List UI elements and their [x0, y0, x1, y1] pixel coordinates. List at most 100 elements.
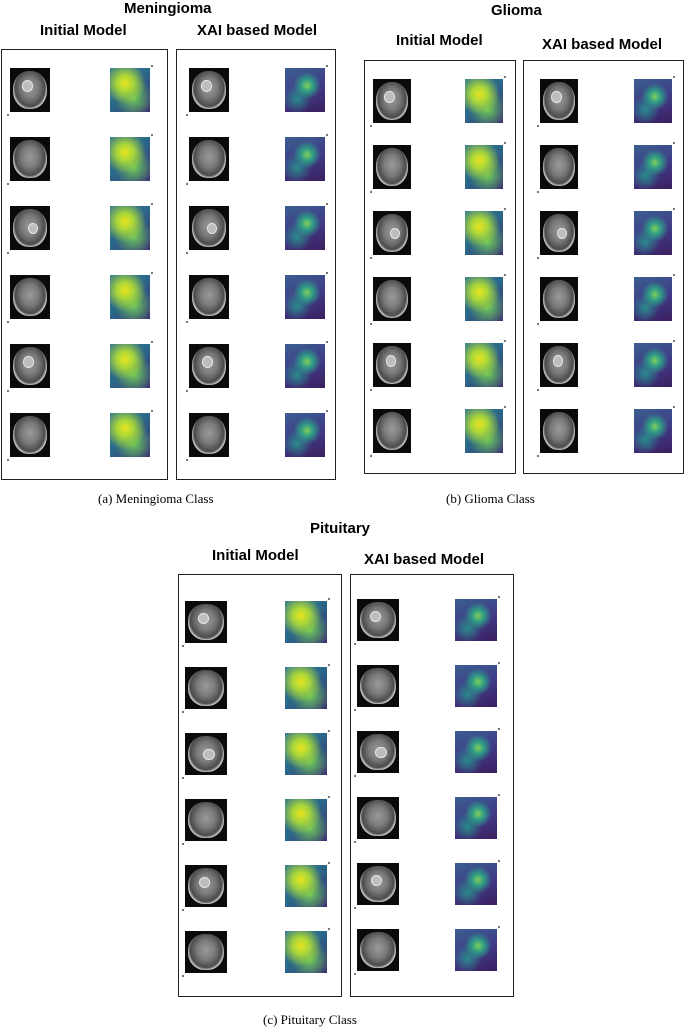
xai-model-heatmap: [455, 797, 497, 839]
mri-slice-image: [189, 206, 229, 250]
axis-tick-mark: [328, 862, 330, 864]
mri-slice-image: [185, 799, 227, 841]
initial-model-heatmap: [285, 667, 327, 709]
mri-slice-image: [540, 79, 578, 123]
mri-slice-image: [189, 344, 229, 388]
axis-tick-mark: [7, 252, 9, 254]
mri-slice-image: [189, 137, 229, 181]
xai-model-heatmap: [285, 137, 325, 181]
initial-model-heatmap: [110, 137, 150, 181]
axis-tick-mark: [370, 125, 372, 127]
xai-model-heatmap: [285, 344, 325, 388]
axis-tick-mark: [182, 645, 184, 647]
axis-tick-mark: [498, 794, 500, 796]
mri-slice-image: [10, 137, 50, 181]
xai-model-heatmap: [455, 665, 497, 707]
initial-model-heatmap: [465, 409, 503, 453]
mri-slice-image: [189, 275, 229, 319]
axis-tick-mark: [151, 134, 153, 136]
mri-slice-image: [185, 931, 227, 973]
mri-slice-image: [10, 68, 50, 112]
glioma-xai-panel: [523, 60, 684, 474]
pituitary-xai-panel: [350, 574, 514, 997]
mri-slice-image: [373, 409, 411, 453]
xai-model-heatmap: [455, 599, 497, 641]
axis-tick-mark: [186, 252, 188, 254]
axis-tick-mark: [354, 841, 356, 843]
mri-slice-image: [357, 665, 399, 707]
axis-tick-mark: [7, 390, 9, 392]
axis-tick-mark: [537, 191, 539, 193]
mri-slice-image: [540, 409, 578, 453]
axis-tick-mark: [673, 208, 675, 210]
mri-slice-image: [185, 865, 227, 907]
axis-tick-mark: [370, 389, 372, 391]
axis-tick-mark: [504, 274, 506, 276]
xai-model-heatmap: [285, 413, 325, 457]
mri-slice-image: [357, 599, 399, 641]
axis-tick-mark: [326, 410, 328, 412]
initial-model-heatmap: [465, 211, 503, 255]
xai-model-heatmap: [455, 929, 497, 971]
mri-slice-image: [373, 79, 411, 123]
glioma-title: Glioma: [491, 2, 542, 19]
mri-slice-image: [189, 68, 229, 112]
mri-slice-image: [185, 601, 227, 643]
axis-tick-mark: [326, 203, 328, 205]
mri-slice-image: [373, 145, 411, 189]
meningioma-xai-panel: [176, 49, 336, 480]
initial-model-heatmap: [285, 799, 327, 841]
axis-tick-mark: [370, 323, 372, 325]
axis-tick-mark: [673, 340, 675, 342]
axis-tick-mark: [354, 973, 356, 975]
glioma-initial-panel: [364, 60, 516, 474]
axis-tick-mark: [326, 65, 328, 67]
axis-tick-mark: [186, 390, 188, 392]
xai-model-heatmap: [634, 409, 672, 453]
meningioma-xai-label: XAI based Model: [197, 22, 318, 39]
axis-tick-mark: [537, 389, 539, 391]
axis-tick-mark: [504, 142, 506, 144]
xai-model-heatmap: [634, 343, 672, 387]
mri-slice-image: [10, 413, 50, 457]
axis-tick-mark: [7, 321, 9, 323]
initial-model-heatmap: [285, 601, 327, 643]
mri-slice-image: [357, 731, 399, 773]
axis-tick-mark: [186, 183, 188, 185]
axis-tick-mark: [537, 323, 539, 325]
axis-tick-mark: [498, 860, 500, 862]
axis-tick-mark: [498, 728, 500, 730]
axis-tick-mark: [186, 321, 188, 323]
mri-slice-image: [540, 145, 578, 189]
axis-tick-mark: [328, 664, 330, 666]
pituitary-initial-panel: [178, 574, 342, 997]
axis-tick-mark: [370, 455, 372, 457]
mri-slice-image: [373, 343, 411, 387]
mri-slice-image: [357, 863, 399, 905]
xai-model-heatmap: [634, 79, 672, 123]
axis-tick-mark: [151, 410, 153, 412]
axis-tick-mark: [328, 928, 330, 930]
pituitary-caption: (c) Pituitary Class: [263, 1012, 357, 1027]
axis-tick-mark: [182, 975, 184, 977]
initial-model-heatmap: [110, 206, 150, 250]
initial-model-heatmap: [465, 277, 503, 321]
axis-tick-mark: [182, 777, 184, 779]
initial-model-heatmap: [110, 275, 150, 319]
axis-tick-mark: [326, 341, 328, 343]
axis-tick-mark: [370, 257, 372, 259]
glioma-xai-label: XAI based Model: [542, 36, 663, 53]
glioma-initial-label: Initial Model: [396, 32, 483, 49]
axis-tick-mark: [504, 208, 506, 210]
axis-tick-mark: [151, 272, 153, 274]
initial-model-heatmap: [110, 413, 150, 457]
axis-tick-mark: [326, 134, 328, 136]
initial-model-heatmap: [110, 68, 150, 112]
axis-tick-mark: [151, 65, 153, 67]
mri-slice-image: [185, 733, 227, 775]
axis-tick-mark: [328, 796, 330, 798]
axis-tick-mark: [182, 711, 184, 713]
xai-model-heatmap: [455, 731, 497, 773]
mri-slice-image: [189, 413, 229, 457]
axis-tick-mark: [354, 643, 356, 645]
